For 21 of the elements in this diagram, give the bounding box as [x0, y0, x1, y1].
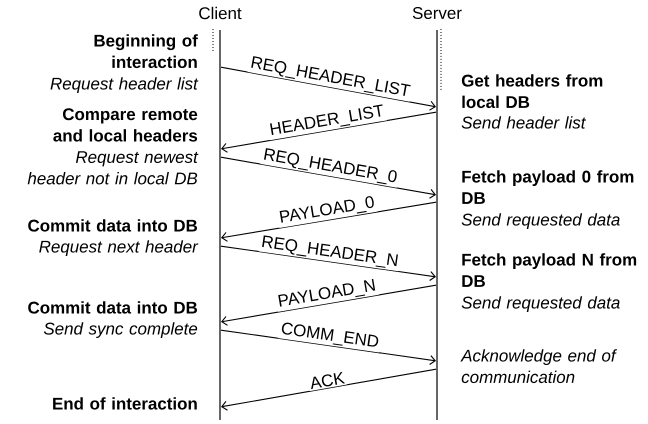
annotation-text: Get headers from local DB: [462, 74, 602, 108]
message-label: PAYLOAD_0: [276, 194, 378, 228]
annotation-text: Send header list: [462, 116, 586, 129]
message-arrow: [220, 156, 436, 199]
annotation-text: Send requested data: [462, 296, 620, 312]
message-label: COMM_END: [278, 320, 382, 352]
message-arrow: [220, 112, 436, 153]
message-arrow: [221, 368, 436, 411]
message-arrow: [220, 330, 436, 365]
message-arrow: [220, 246, 436, 281]
message-label: ACK: [307, 370, 348, 392]
message-arrow: [220, 284, 436, 326]
lifeline-header: Server: [412, 7, 462, 19]
annotation-text: Fetch payload 0 from DB: [462, 170, 634, 204]
message-arrow: [220, 202, 436, 242]
annotation-text: Acknowledge end of communication: [460, 349, 618, 384]
lifeline-header: Client: [199, 6, 242, 20]
annotation-text: Fetch payload N from DB: [462, 253, 636, 287]
message-arrow: [220, 66, 436, 111]
annotation-text: Send requested data: [462, 213, 620, 229]
message-label: PAYLOAD_N: [275, 276, 379, 312]
